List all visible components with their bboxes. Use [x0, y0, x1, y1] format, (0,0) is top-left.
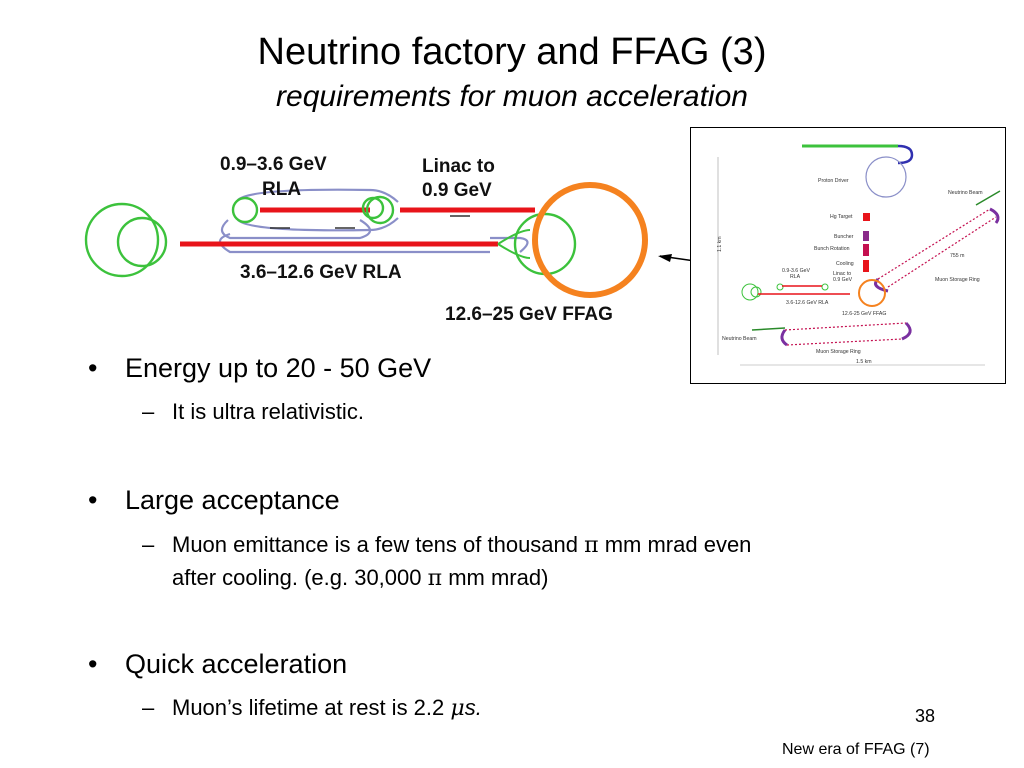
bullet-glyph: • — [88, 353, 98, 383]
svg-text:3.6-12.6 GeV RLA: 3.6-12.6 GeV RLA — [786, 300, 829, 306]
rla2-right-loop — [513, 212, 577, 276]
sub-bullet-lifetime: – Muon’s lifetime at rest is 2.2 μs. — [142, 692, 482, 725]
svg-text:Neutrino Beam: Neutrino Beam — [722, 336, 757, 342]
bullet-acceptance: • Large acceptance — [88, 484, 340, 516]
svg-text:RLA: RLA — [790, 274, 801, 280]
svg-text:755 m: 755 m — [950, 253, 964, 259]
svg-text:Cooling: Cooling — [836, 261, 854, 267]
rla2-return-right — [490, 236, 529, 253]
sub-bullet-relativistic-text: It is ultra relativistic. — [172, 399, 364, 424]
label-rla1-name: RLA — [262, 179, 301, 200]
label-ffag: 12.6–25 GeV FFAG — [445, 304, 613, 325]
label-rla2: 3.6–12.6 GeV RLA — [240, 262, 402, 283]
label-linac-1: Linac to — [422, 156, 495, 177]
dash-glyph: – — [142, 695, 155, 720]
rla2-left-outer-loop — [84, 202, 160, 278]
svg-text:Linac to: Linac to — [833, 271, 851, 277]
svg-text:1.1 km: 1.1 km — [717, 236, 723, 252]
connector-2 — [497, 243, 531, 259]
rla1-right-loop-b — [365, 195, 395, 225]
dash-glyph: – — [142, 532, 155, 557]
svg-text:12.6-25 GeV FFAG: 12.6-25 GeV FFAG — [842, 311, 886, 317]
svg-text:Proton Driver: Proton Driver — [818, 178, 849, 184]
bullet-glyph: • — [88, 649, 98, 679]
sub-bullet-emittance: – Muon emittance is a few tens of thousa… — [142, 529, 751, 595]
rla1-return-arc-top — [237, 188, 399, 203]
label-rla1-energy: 0.9–3.6 GeV — [220, 154, 327, 175]
rla2-return-mid — [280, 219, 372, 240]
svg-text:Bunch Rotation: Bunch Rotation — [814, 246, 850, 252]
svg-text:1.5 km: 1.5 km — [856, 359, 872, 365]
bullet-acceptance-text: Large acceptance — [125, 485, 340, 515]
sub-bullet-relativistic: – It is ultra relativistic. — [142, 396, 364, 428]
svg-text:Muon Storage Ring: Muon Storage Ring — [816, 349, 861, 355]
rla1-return-arc-bottom — [237, 217, 399, 232]
svg-text:0.9 GeV: 0.9 GeV — [833, 277, 853, 283]
rla1-left-loop — [231, 196, 259, 224]
proton-driver-ring — [865, 156, 907, 198]
rla2-return-left — [220, 219, 280, 240]
accelerator-schematic: 0.9–3.6 GeV RLA Linac to 0.9 GeV 3.6–12.… — [84, 154, 648, 325]
ffag-ring — [532, 182, 648, 298]
bullet-quick-text: Quick acceleration — [125, 649, 348, 679]
slide-number: 38 — [915, 706, 936, 726]
bullet-quick: • Quick acceleration — [88, 648, 348, 680]
slide-title: Neutrino factory and FFAG (3) — [257, 31, 767, 73]
slide-subtitle: requirements for muon acceleration — [276, 80, 748, 113]
svg-text:Muon Storage Ring: Muon Storage Ring — [935, 277, 980, 283]
rla2-left-inner-loop — [116, 216, 168, 268]
dash-glyph: – — [142, 399, 155, 424]
bullet-glyph: • — [88, 485, 98, 515]
label-linac-2: 0.9 GeV — [422, 180, 492, 201]
mu-symbol: μ — [450, 696, 465, 721]
connector-1 — [497, 229, 531, 245]
svg-text:Hg Target: Hg Target — [830, 214, 853, 220]
bullet-energy: • Energy up to 20 - 50 GeV — [88, 352, 432, 384]
pi-symbol: π — [427, 566, 443, 591]
pi-symbol: π — [584, 533, 599, 558]
svg-text:Neutrino Beam: Neutrino Beam — [948, 190, 983, 196]
svg-text:0.9-3.6 GeV: 0.9-3.6 GeV — [782, 268, 811, 274]
slide-footer: New era of FFAG (7) — [782, 741, 930, 758]
neutrino-factory-layout: Proton Driver Hg Target Buncher Bunch Ro… — [690, 127, 1006, 384]
bullet-energy-text: Energy up to 20 - 50 GeV — [125, 353, 432, 383]
svg-text:Buncher: Buncher — [834, 234, 854, 240]
